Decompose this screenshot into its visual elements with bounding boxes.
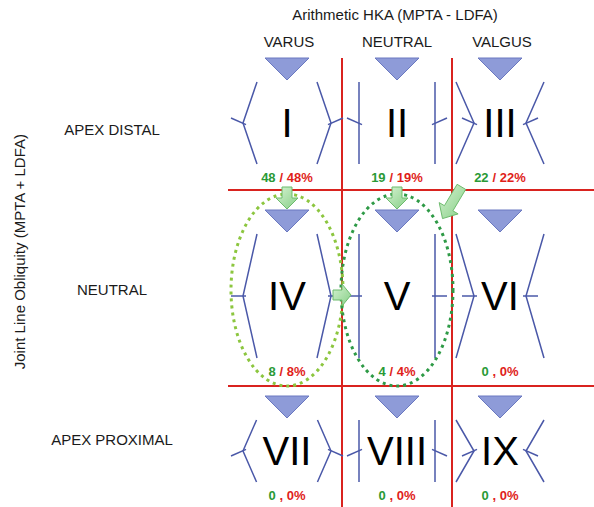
flow-arrow: [439, 184, 466, 218]
roman-numeral: V: [384, 276, 411, 316]
joint-line: [231, 295, 246, 297]
femoral-head-marker: [375, 210, 419, 232]
roman-numeral: IX: [481, 431, 519, 471]
count-value: 8: [268, 364, 275, 379]
joint-line: [523, 449, 538, 456]
joint-line: [462, 118, 477, 125]
knee-cell: IV 8 / 8%: [242, 210, 332, 380]
count-value: 0: [378, 488, 385, 503]
column-header: NEUTRAL: [362, 33, 432, 50]
knee-figures: [231, 58, 544, 482]
joint-line: [523, 118, 538, 125]
highlight-ellipse: [231, 194, 343, 386]
row-header: NEUTRAL: [77, 281, 147, 298]
joint-line: [432, 449, 447, 456]
axis-title: Arithmetic HKA (MPTA - LDFA): [292, 6, 498, 23]
flow-arrow: [333, 284, 351, 306]
knee-cell: II 19 / 19%: [352, 58, 442, 186]
grid-line: [228, 385, 594, 387]
knee-cell: V 4 / 4%: [352, 210, 442, 380]
flow-arrow: [276, 187, 298, 209]
knee-cell: I 48 / 48%: [242, 58, 332, 186]
count-value: 4: [378, 364, 385, 379]
femoral-head-marker: [265, 396, 309, 418]
percent-value: , 0%: [493, 364, 519, 379]
count-value: 19: [371, 170, 385, 185]
joint-line: [462, 295, 477, 297]
count-value: 0: [481, 488, 488, 503]
limb-outline: [243, 420, 257, 482]
knee-cell: VI 0 , 0%: [455, 210, 545, 380]
femoral-head-marker: [478, 58, 522, 80]
count-value: 0: [268, 488, 275, 503]
column-header: VARUS: [264, 33, 315, 50]
knee-cell: III 22 / 22%: [455, 58, 545, 186]
count-value: 48: [261, 170, 275, 185]
limb-outline: [243, 82, 257, 164]
percentage-line: 0 , 0%: [445, 489, 555, 503]
joint-line: [231, 449, 246, 456]
femoral-head-marker: [478, 210, 522, 232]
axis-title: Joint Line Obliquity (MPTA + LDFA): [11, 134, 28, 369]
percentage-line: 19 / 19%: [342, 171, 452, 185]
joint-line: [347, 449, 362, 456]
knee-cell: IX 0 , 0%: [455, 396, 545, 504]
limb-outline: [526, 420, 544, 482]
limb-outline: [526, 82, 544, 164]
highlight-ellipse: [341, 194, 453, 386]
percentage-line: 48 / 48%: [232, 171, 342, 185]
column-header: VALGUS: [472, 33, 532, 50]
percent-value: / 8%: [280, 364, 306, 379]
percent-value: , 0%: [390, 488, 416, 503]
percentage-line: 4 / 4%: [342, 365, 452, 379]
percent-value: / 48%: [280, 170, 313, 185]
joint-line: [432, 118, 447, 125]
flow-arrow: [386, 187, 408, 209]
count-value: 22: [474, 170, 488, 185]
roman-numeral: II: [386, 103, 408, 143]
joint-line: [328, 449, 343, 456]
limb-outline: [317, 82, 331, 164]
femoral-head-marker: [265, 58, 309, 80]
roman-numeral: VII: [263, 431, 312, 471]
femoral-head-marker: [265, 210, 309, 232]
joint-line: [231, 118, 246, 125]
joint-line: [328, 118, 343, 125]
percentage-line: 8 / 8%: [232, 365, 342, 379]
roman-numeral: VIII: [367, 431, 427, 471]
percentage-line: 0 , 0%: [342, 489, 452, 503]
roman-numeral: VI: [481, 276, 519, 316]
percent-value: , 0%: [493, 488, 519, 503]
percent-value: , 0%: [280, 488, 306, 503]
percent-value: / 4%: [390, 364, 416, 379]
joint-line: [347, 118, 362, 125]
joint-line: [432, 295, 447, 297]
limb-outline: [317, 420, 331, 482]
percentage-line: 22 / 22%: [445, 171, 555, 185]
percent-value: / 22%: [493, 170, 526, 185]
row-header: APEX PROXIMAL: [51, 431, 173, 448]
roman-numeral: I: [281, 103, 292, 143]
percent-value: / 19%: [390, 170, 423, 185]
count-value: 0: [481, 364, 488, 379]
limb-outline: [456, 82, 474, 164]
percentage-line: 0 , 0%: [445, 365, 555, 379]
roman-numeral: III: [483, 103, 516, 143]
limb-outline: [456, 420, 474, 482]
percentage-line: 0 , 0%: [232, 489, 342, 503]
femoral-head-marker: [375, 396, 419, 418]
roman-numeral: IV: [268, 276, 306, 316]
knee-cell: VII 0 , 0%: [242, 396, 332, 504]
knee-cell: VIII 0 , 0%: [352, 396, 442, 504]
joint-line: [523, 295, 538, 297]
row-header: APEX DISTAL: [64, 121, 160, 138]
joint-line: [462, 449, 477, 456]
femoral-head-marker: [478, 396, 522, 418]
femoral-head-marker: [375, 58, 419, 80]
